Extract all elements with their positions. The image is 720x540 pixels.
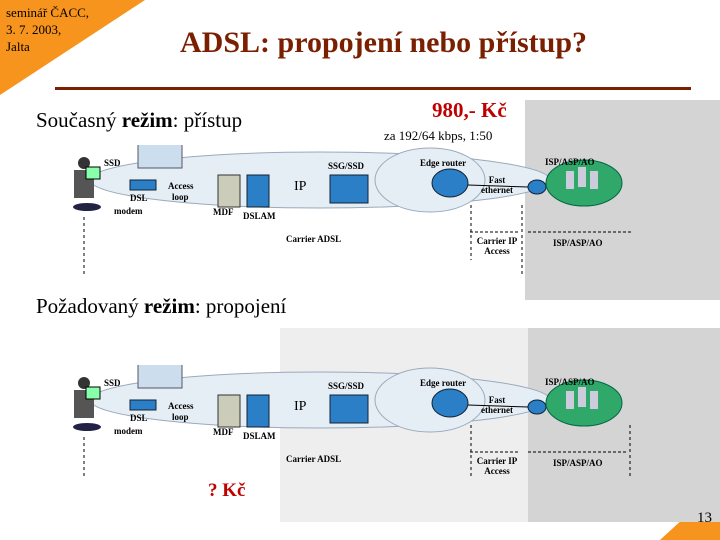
mdf-icon — [217, 174, 241, 208]
server-icon — [590, 391, 598, 409]
label-mdf: MDF — [213, 427, 234, 437]
link-line — [467, 404, 529, 408]
dsl-modem-icon — [129, 179, 157, 191]
label-access: Access — [168, 181, 194, 191]
label-loop: loop — [172, 412, 189, 422]
label-line: Carrier IP — [476, 456, 518, 466]
server-icon — [578, 167, 586, 187]
label-modem: modem — [114, 426, 143, 436]
label-fast-ethernet: Fast ethernet — [475, 395, 519, 415]
label-line: Access — [484, 246, 510, 256]
meta-line: Jalta — [6, 39, 30, 54]
ssg-switch-icon — [329, 174, 369, 204]
mdf-icon — [217, 394, 241, 428]
label-loop: loop — [172, 192, 189, 202]
heading-bold-text: režim — [143, 294, 195, 318]
label-line: Access — [484, 466, 510, 476]
label-carrier-adsl: Carrier ADSL — [286, 454, 342, 464]
current-price-note: za 192/64 kbps, 1:50 — [384, 128, 493, 143]
server-icon — [566, 391, 574, 409]
label-isp-bottom: ISP/ASP/AO — [553, 458, 603, 468]
heading-text: : propojení — [194, 294, 287, 318]
link-line — [467, 184, 529, 188]
server-icon — [578, 387, 586, 407]
network-diagram-svg — [73, 365, 631, 477]
label-edge-router: Edge router — [420, 158, 467, 168]
heading-text: Požadovaný — [36, 294, 144, 318]
label-ip: IP — [294, 399, 307, 414]
edge-router-icon — [431, 168, 469, 198]
small-router-icon — [527, 179, 547, 195]
ssd-screen-icon — [137, 365, 183, 389]
label-isp-bottom: ISP/ASP/AO — [553, 238, 603, 248]
label-carrier-ip: Carrier IP Access — [472, 456, 522, 476]
ssd-screen-icon — [137, 145, 183, 169]
label-line: ethernet — [481, 405, 513, 415]
label-line: Fast — [488, 175, 506, 185]
label-line: Fast — [488, 395, 506, 405]
label-line: Carrier IP — [476, 236, 518, 246]
dslam-icon — [246, 394, 270, 428]
meta-line: 3. 7. 2003, — [6, 22, 62, 37]
network-diagram-svg — [73, 145, 632, 275]
label-isp-top: ISP/ASP/AO — [545, 377, 595, 387]
page-number: 13 — [697, 510, 712, 526]
corner-decoration-top-left — [0, 0, 145, 95]
label-ssd: SSD — [104, 158, 121, 168]
label-fast-ethernet: Fast ethernet — [475, 175, 519, 195]
slide-title: ADSL: propojení nebo přístup? — [180, 26, 588, 59]
desired-price: ? Kč — [208, 480, 246, 501]
user-icon — [73, 377, 101, 431]
title-underline — [55, 87, 691, 90]
label-carrier-ip: Carrier IP Access — [472, 236, 522, 256]
dsl-modem-icon — [129, 399, 157, 411]
heading-bold-text: režim — [121, 108, 173, 132]
label-dsl: DSL — [130, 413, 148, 423]
diagram-desired: SSD DSL modem Access loop MDF DSLAM SSG/… — [0, 365, 720, 495]
label-line: ethernet — [481, 185, 513, 195]
ssg-switch-icon — [329, 394, 369, 424]
slide-meta: seminář ČACC, 3. 7. 2003, Jalta — [6, 4, 89, 55]
label-ssg: SSG/SSD — [328, 161, 365, 171]
dslam-icon — [246, 174, 270, 208]
label-access: Access — [168, 401, 194, 411]
label-dsl: DSL — [130, 193, 148, 203]
label-edge-router: Edge router — [420, 378, 467, 388]
desired-mode-heading: Požadovaný režim: propojení — [36, 294, 286, 319]
label-carrier-adsl: Carrier ADSL — [286, 234, 342, 244]
heading-text: : přístup — [172, 108, 243, 132]
label-isp-top: ISP/ASP/AO — [545, 157, 595, 167]
current-price: 980,- Kč — [432, 98, 507, 122]
label-dslam: DSLAM — [243, 431, 276, 441]
server-icon — [566, 171, 574, 189]
diagram-current: SSD DSL modem Access loop MDF DSLAM SSG/… — [0, 145, 720, 275]
label-dslam: DSLAM — [243, 211, 276, 221]
server-icon — [590, 171, 598, 189]
isp-zone-bottom — [528, 328, 720, 522]
label-ssg: SSG/SSD — [328, 381, 365, 391]
edge-router-icon — [431, 388, 469, 418]
label-ssd: SSD — [104, 378, 121, 388]
meta-line: seminář ČACC, — [6, 5, 90, 20]
small-router-icon — [527, 399, 547, 415]
current-mode-heading: Současný režim: přístup — [36, 108, 242, 133]
label-ip: IP — [294, 179, 307, 194]
label-modem: modem — [114, 206, 143, 216]
heading-text: Současný — [36, 108, 122, 132]
user-icon — [73, 157, 101, 211]
label-mdf: MDF — [213, 207, 234, 217]
